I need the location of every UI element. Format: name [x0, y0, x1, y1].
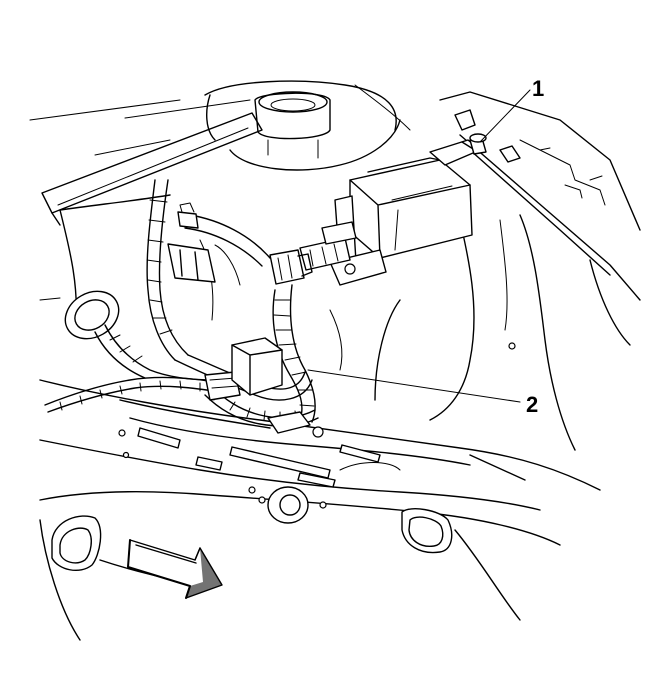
callout-2-label: 2 — [526, 392, 538, 417]
callout-1-label: 1 — [532, 76, 544, 101]
callout-2: 2 — [307, 369, 538, 417]
relay-box — [231, 337, 283, 396]
harness-connector-center — [269, 249, 313, 285]
strut-tower — [204, 80, 411, 171]
radiator-support — [39, 379, 601, 641]
direction-arrow-icon — [127, 539, 223, 599]
control-module — [299, 133, 487, 286]
harness-connector-left — [167, 202, 216, 283]
callout-1: 1 — [479, 76, 544, 143]
hood-hinge-bar — [29, 99, 263, 226]
inner-fender — [59, 194, 631, 451]
fender-apron — [439, 91, 641, 301]
